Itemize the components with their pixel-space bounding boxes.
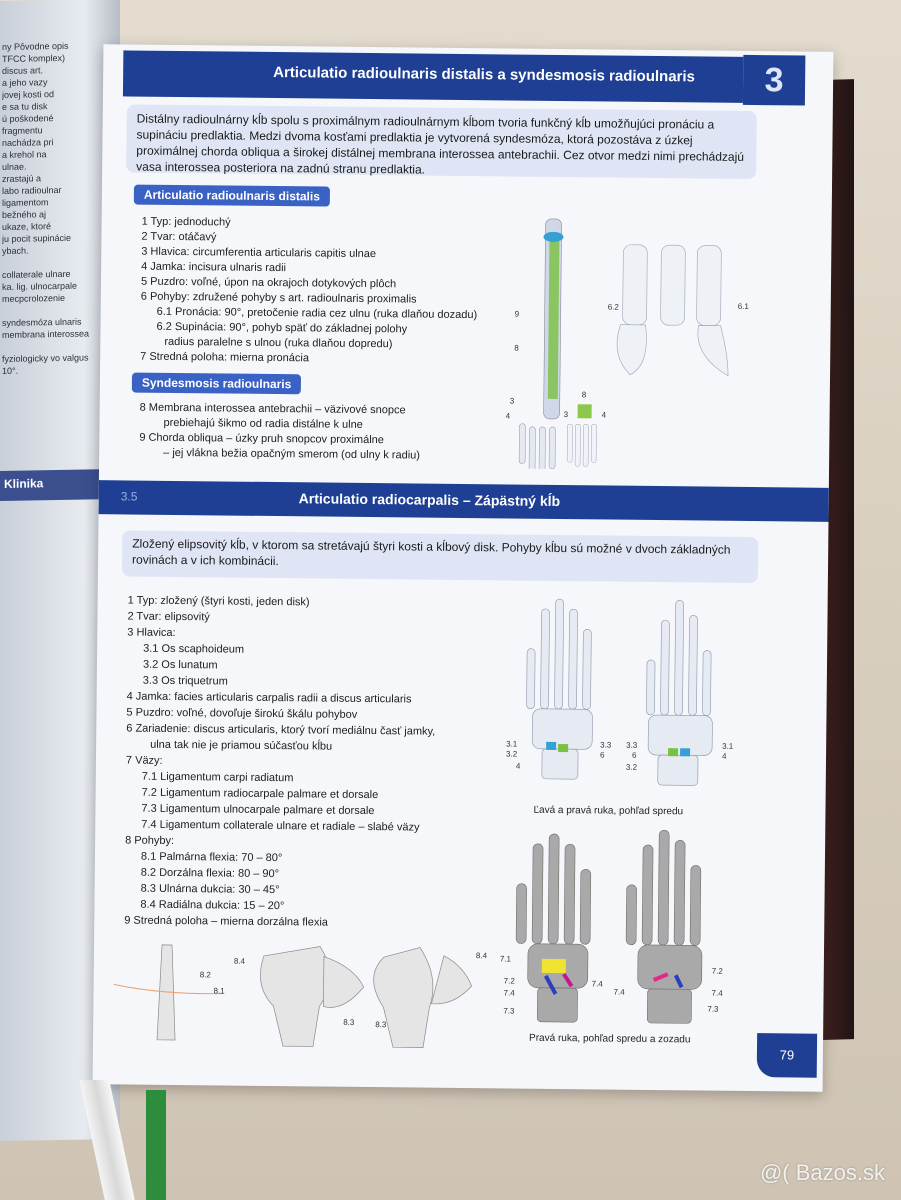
svg-text:4: 4 [516,762,521,771]
page-number: 79 [756,1033,818,1078]
section2-header: 3.5 Articulatio radiocarpalis – Zápästný… [98,480,829,522]
svg-text:7.4: 7.4 [504,988,516,997]
svg-text:3.1: 3.1 [506,739,518,748]
svg-text:7.2: 7.2 [712,967,724,976]
subheading-syndesmosis: Syndesmosis radioulnaris [131,372,302,395]
intro-box: Distálny radioulnárny kĺb spolu s proxim… [126,104,757,180]
svg-text:8.3: 8.3 [343,1018,355,1027]
list-item: – jej vlákna bežia opačným smerom (od ul… [163,446,421,462]
caption-hands-back: Pravá ruka, pohľad spredu a zozadu [529,1032,691,1046]
svg-text:4: 4 [602,410,607,419]
svg-text:3.2: 3.2 [626,763,638,772]
list-item: ulna tak nie je priamou súčasťou kĺbu [150,738,333,753]
list-item: 9 Stredná poloha – mierna dorzálna flexi… [124,914,328,929]
subheading-radioulnaris-distalis: Articulatio radioulnaris distalis [133,184,331,207]
section-title: Articulatio radioulnaris distalis a synd… [273,63,696,86]
list-radiocarpalis: 1 Typ: zložený (štyri kosti, jeden disk)… [124,592,436,931]
section2-title: Articulatio radiocarpalis – Zápästný kĺb [298,490,561,510]
section-header: Articulatio radioulnaris distalis a synd… [122,50,744,103]
wrist-movement-illustrations: 8.2 8.1 8.4 8.3 8.3 8.4 [113,944,488,1048]
svg-text:8.2: 8.2 [200,970,212,979]
svg-text:6.1: 6.1 [738,302,750,311]
svg-text:8.4: 8.4 [234,957,246,966]
list-item: 7 Stredná poloha: mierna pronácia [140,350,310,365]
section2-number: 3.5 [120,489,138,504]
svg-text:4: 4 [722,752,727,761]
svg-text:9: 9 [515,310,520,319]
watermark: @( Bazos.sk [759,1160,885,1185]
svg-text:3.1: 3.1 [722,742,734,751]
svg-text:7.2: 7.2 [504,976,516,985]
svg-text:7.3: 7.3 [707,1005,719,1014]
svg-text:3: 3 [564,410,569,419]
svg-text:6: 6 [632,751,637,760]
svg-text:4: 4 [506,411,511,420]
hand-skeletons-front: 3.1 3.2 4 3.3 6 3.3 6 3.2 3.1 4 [506,598,734,786]
list-syndesmosis: 8 Membrana interossea antebrachii – väzi… [139,401,420,464]
svg-text:8: 8 [514,344,519,353]
svg-text:3: 3 [510,396,515,405]
svg-text:7.3: 7.3 [503,1006,515,1015]
caption-hands-front: Ľavá a pravá ruka, pohľad spredu [533,804,684,818]
svg-text:7.4: 7.4 [712,989,724,998]
svg-text:7.1: 7.1 [500,954,512,963]
svg-text:7.4: 7.4 [614,988,626,997]
svg-text:3.3: 3.3 [600,740,612,749]
svg-text:3.3: 3.3 [626,741,638,750]
svg-text:8: 8 [582,390,587,399]
intro2-box: Zložený elipsovitý kĺb, v ktorom sa stre… [121,530,759,584]
left-page-heading: Klinika [0,469,100,502]
svg-text:3.2: 3.2 [506,749,518,758]
svg-text:6: 6 [600,750,605,759]
right-page: Articulatio radioulnaris distalis a synd… [92,44,834,1092]
svg-text:7.4: 7.4 [592,979,604,988]
chapter-number: 3 [742,54,806,106]
svg-text:8.1: 8.1 [214,986,226,995]
forearm-illustration: 9 8 3 4 6.2 6.1 8 3 4 [506,218,750,472]
bookmark-ribbon-green [146,1090,166,1200]
hand-ligaments-illustration: 7.1 7.2 7.4 7.3 7.4 7.2 7.4 7.4 7.3 [500,829,724,1024]
svg-text:8.3: 8.3 [375,1020,387,1029]
svg-text:8.4: 8.4 [476,951,488,960]
svg-text:6.2: 6.2 [608,303,620,312]
